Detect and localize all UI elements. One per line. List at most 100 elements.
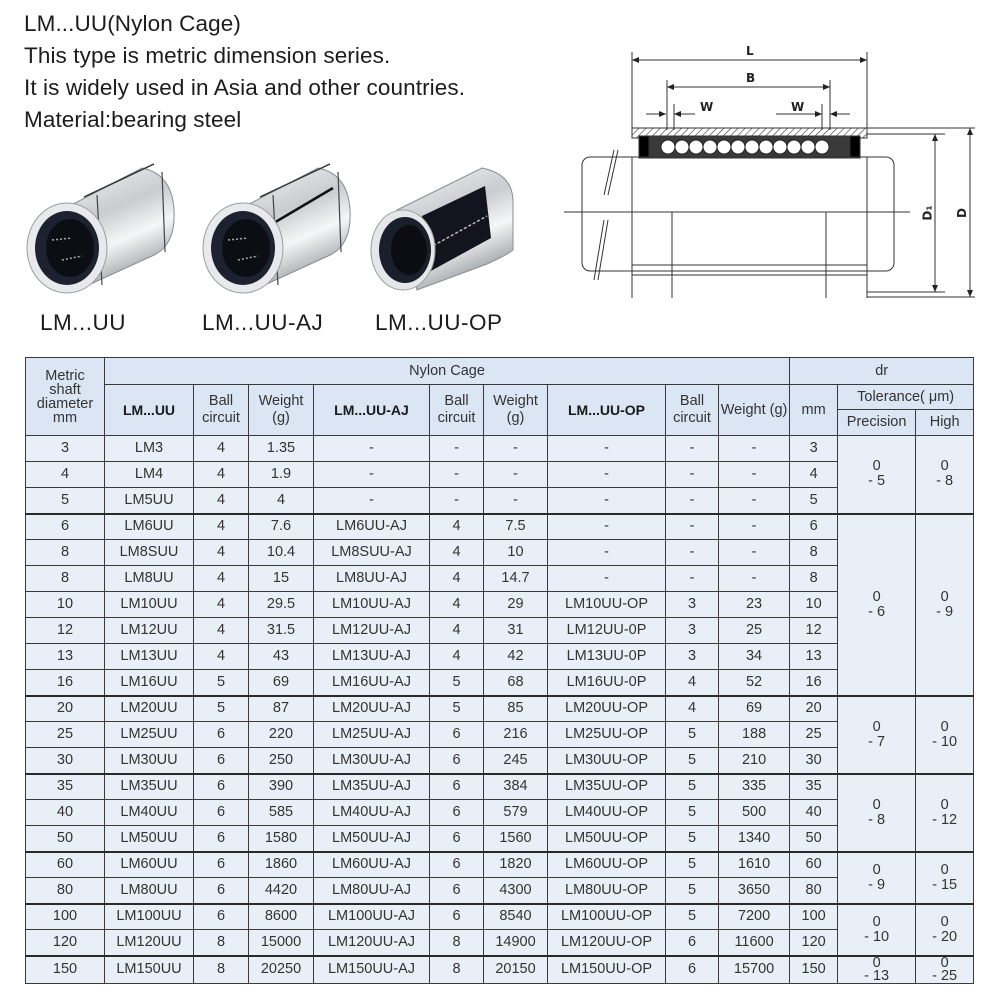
cell-lm-uu-op: LM13UU-0P <box>547 643 666 670</box>
cell-dr-mm: 6 <box>789 512 839 540</box>
cell-lm-uu-op: - <box>547 461 666 488</box>
cell-lm-uu-op: - <box>547 565 666 592</box>
cell-op-ball-circuit: - <box>665 512 719 540</box>
cell-op-weight: 69 <box>717 694 791 722</box>
linear-bearing-closed-icon <box>26 163 175 294</box>
cell-dr-mm: 5 <box>789 487 839 514</box>
cell-lm-uu-aj: LM35UU-AJ <box>313 772 430 800</box>
cell-lm-uu-op: LM100UU-OP <box>547 902 666 930</box>
cell-op-ball-circuit: 5 <box>665 877 719 904</box>
tolerance-upper: 0 <box>872 913 881 930</box>
cell-op-weight: 25 <box>717 617 791 644</box>
tolerance-lower: - 8 <box>936 473 954 490</box>
cell-op-weight: - <box>717 435 791 462</box>
cell-uu-weight: 31.5 <box>248 617 314 644</box>
cell-shaft-diameter: 30 <box>25 747 105 774</box>
cell-uu-ball-circuit: 4 <box>193 539 249 566</box>
cell-op-weight: 500 <box>717 799 791 826</box>
cell-dr-mm: 16 <box>789 669 839 696</box>
cell-op-weight: 52 <box>717 669 791 696</box>
cell-shaft-diameter: 150 <box>25 954 105 984</box>
cell-uu-ball-circuit: 5 <box>193 669 249 696</box>
cell-uu-weight: 4420 <box>248 877 314 904</box>
cell-op-weight: 210 <box>717 747 791 774</box>
cell-aj-weight: 14900 <box>483 929 548 956</box>
cell-lm-uu-op: - <box>547 512 666 540</box>
cell-uu-weight: 43 <box>248 643 314 670</box>
cell-aj-weight: 4300 <box>483 877 548 904</box>
cell-lm-uu: LM12UU <box>104 617 194 644</box>
cell-op-weight: 23 <box>717 591 791 618</box>
cell-lm-uu-aj: LM6UU-AJ <box>313 512 430 540</box>
cell-lm-uu-aj: LM13UU-AJ <box>313 643 430 670</box>
bearing-cross-section-drawing <box>564 52 975 298</box>
tolerance-lower: - 7 <box>868 733 886 750</box>
header-weight: Weight (g) <box>717 384 791 436</box>
cell-dr-mm: 8 <box>789 539 839 566</box>
cell-op-ball-circuit: 6 <box>665 929 719 956</box>
tolerance-lower: - 5 <box>868 473 886 490</box>
cell-lm-uu: LM16UU <box>104 669 194 696</box>
cell-uu-ball-circuit: 4 <box>193 617 249 644</box>
cell-op-ball-circuit: 3 <box>665 643 719 670</box>
description-line: This type is metric dimension series. <box>24 43 391 68</box>
cell-op-ball-circuit: 5 <box>665 902 719 930</box>
cell-shaft-diameter: 5 <box>25 487 105 514</box>
cell-dr-mm: 150 <box>789 954 839 984</box>
cell-uu-ball-circuit: 4 <box>193 487 249 514</box>
cell-lm-uu-aj: LM20UU-AJ <box>313 694 430 722</box>
cell-aj-weight: 216 <box>483 721 548 748</box>
cell-lm-uu: LM4 <box>104 461 194 488</box>
tolerance-lower: - 25 <box>932 967 958 984</box>
cell-aj-ball-circuit: 4 <box>429 643 484 670</box>
cell-op-ball-circuit: 5 <box>665 772 719 800</box>
cell-dr-mm: 120 <box>789 929 839 956</box>
table-header: Metric shaft diameter mm Nylon Cage dr L… <box>25 357 975 436</box>
cell-op-weight: 188 <box>717 721 791 748</box>
cell-tolerance-precision: 0- 10 <box>837 902 917 956</box>
tolerance-upper: 0 <box>940 861 949 878</box>
cell-lm-uu-aj: LM60UU-AJ <box>313 850 430 878</box>
cell-uu-weight: 7.6 <box>248 512 314 540</box>
cell-op-ball-circuit: - <box>665 487 719 514</box>
cell-aj-weight: - <box>483 435 548 462</box>
cell-dr-mm: 12 <box>789 617 839 644</box>
cell-uu-ball-circuit: 6 <box>193 825 249 852</box>
cell-uu-ball-circuit: 6 <box>193 902 249 930</box>
cell-aj-ball-circuit: 6 <box>429 772 484 800</box>
cell-uu-ball-circuit: 4 <box>193 591 249 618</box>
header-mm: mm <box>789 384 839 436</box>
cell-tolerance-precision: 0- 5 <box>837 435 917 514</box>
cell-lm-uu-aj: LM12UU-AJ <box>313 617 430 644</box>
cell-uu-ball-circuit: 4 <box>193 643 249 670</box>
cell-lm-uu-aj: - <box>313 461 430 488</box>
cell-shaft-diameter: 120 <box>25 929 105 956</box>
dimension-label-b: B <box>746 71 756 85</box>
cell-lm-uu-aj: LM8SUU-AJ <box>313 539 430 566</box>
cell-op-ball-circuit: 5 <box>665 850 719 878</box>
cell-aj-weight: 10 <box>483 539 548 566</box>
cell-uu-ball-circuit: 6 <box>193 850 249 878</box>
linear-bearing-open-icon <box>370 167 514 291</box>
header-ball-circuit: Ball circuit <box>429 384 484 436</box>
cell-aj-ball-circuit: 4 <box>429 539 484 566</box>
tolerance-upper: 0 <box>940 913 949 930</box>
cell-shaft-diameter: 16 <box>25 669 105 696</box>
cell-uu-weight: 8600 <box>248 902 314 930</box>
cell-uu-weight: 20250 <box>248 954 314 984</box>
cell-shaft-diameter: 13 <box>25 643 105 670</box>
tolerance-lower: - 13 <box>864 967 890 984</box>
header-weight: Weight (g) <box>483 384 548 436</box>
product-label: LM...UU-AJ <box>202 310 324 335</box>
cell-aj-ball-circuit: 4 <box>429 565 484 592</box>
cell-lm-uu: LM40UU <box>104 799 194 826</box>
dimension-label-d: D <box>954 208 969 218</box>
cell-lm-uu: LM10UU <box>104 591 194 618</box>
cell-lm-uu-aj: LM16UU-AJ <box>313 669 430 696</box>
